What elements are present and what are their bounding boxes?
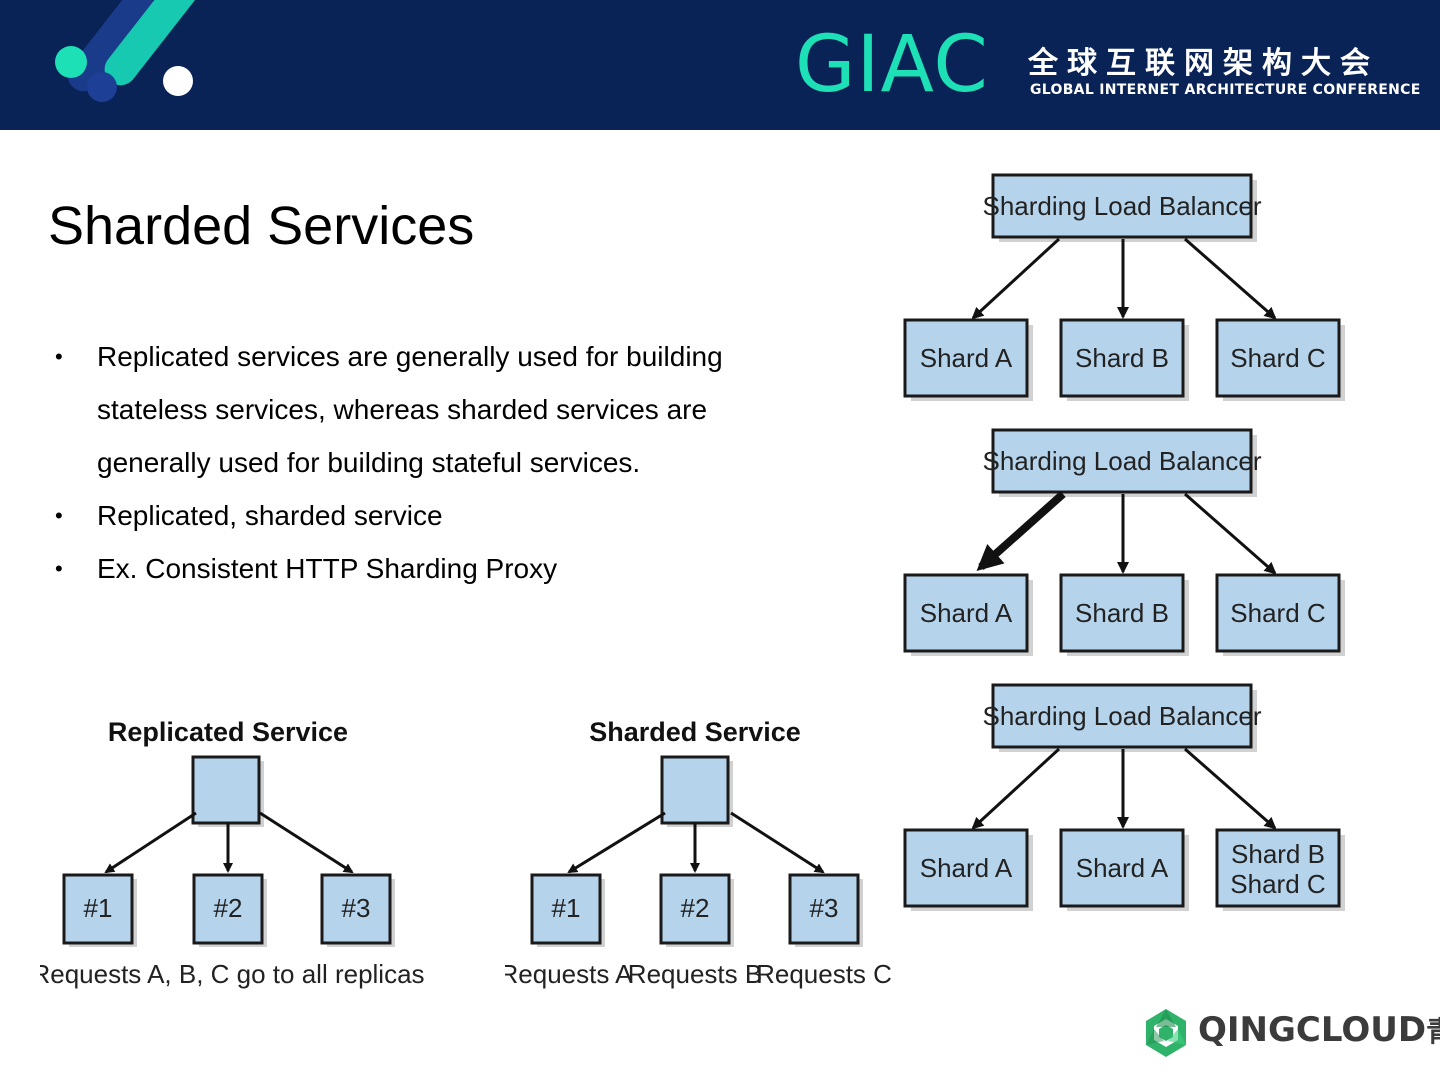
replicated-service-title: Replicated Service [108,717,348,747]
bullet-dot: • [55,556,63,581]
shard-box-1 [903,828,1029,908]
bullet-dot: • [55,503,63,528]
shard-box-1 [903,318,1029,398]
shard-label: Shard B [1075,598,1169,628]
shard-node-3 [788,873,860,945]
load-balancer-diagrams: Sharding Load Balancer Shard A Shard B S… [903,173,1345,911]
replicated-root-node [191,755,261,825]
balancer-label: Sharding Load Balancer [983,191,1262,221]
shard-caption-3: Requests C [756,959,892,989]
giac-logo: GIAC [795,20,989,110]
sharding-load-balancer [991,428,1253,494]
balancer-label: Sharding Load Balancer [983,701,1262,731]
shard-label: Shard A [1076,853,1169,883]
shard-caption-1: Requests A [505,959,633,989]
bullet-item: • Replicated, sharded service [55,489,755,542]
white-dot [163,66,193,96]
edge-to-shard-3 [1184,492,1277,575]
bullet-dot: • [55,344,63,369]
stripe-shapes [67,0,197,92]
shard-label: Shard C [1230,598,1325,628]
shard-node-3-label: #3 [810,893,839,923]
qingcloud-logo-icon [1146,1009,1186,1057]
shard-box-2 [1059,828,1185,908]
shard-label: Shard A [920,853,1013,883]
footer-brand: QINGCLOUD青云 [1198,1010,1440,1050]
brand-name-cn: 青云 [1426,1015,1440,1048]
bullet-text: Replicated services are generally used f… [97,341,723,478]
bullet-item: • Replicated services are generally used … [55,330,755,489]
brand-name: QINGCLOUD [1198,1010,1427,1050]
shard-node-1-label: #1 [552,893,581,923]
shard-label: Shard C [1230,869,1325,899]
shard-label: Shard A [920,598,1013,628]
edge-to-shard-1 [971,237,1061,320]
navy-dot [87,72,117,102]
shard-node-2-label: #2 [681,893,710,923]
edge-root-1 [104,811,197,874]
shard-node-1 [530,873,602,945]
bullet-text: Replicated, sharded service [97,500,443,531]
shard-label: Shard B [1075,343,1169,373]
teal-dot [55,46,87,78]
shard-node-2 [659,873,731,945]
decorative-logo-shapes [55,0,197,102]
lb-diagram-3: Sharding Load Balancer Shard A Shard A S… [903,683,1345,911]
bullet-item: • Ex. Consistent HTTP Sharding Proxy [55,542,755,595]
edge-to-shard-3 [1184,747,1277,830]
lb-diagram-2: Sharding Load Balancer Shard A Shard B S… [903,428,1345,656]
header-banner: GIAC 全球互联网架构大会 GLOBAL INTERNET ARCHITECT… [0,0,1440,130]
shard-box-3 [1215,318,1341,398]
replica-node-3-label: #3 [342,893,371,923]
shard-label: Shard C [1230,343,1325,373]
sharded-service-diagram: Sharded Service #1 #2 #3 Requests A Requ… [505,717,892,989]
edge-to-shard-3 [1184,237,1277,320]
replicated-caption: Requests A, B, C go to all replicas [40,959,425,989]
edge-to-shard-1 [971,747,1061,830]
edge-to-shard-1-bold [976,491,1066,571]
bullet-list: • Replicated services are generally used … [55,330,755,595]
edge-root-1 [567,811,666,874]
replicated-service-diagram: Replicated Service #1 #2 #3 Requests A, … [40,717,425,989]
replica-node-1-label: #1 [84,893,113,923]
sharded-root-node [660,755,730,825]
edge-root-3 [730,811,825,874]
sharding-load-balancer [991,173,1253,239]
shard-label: Shard B [1231,839,1325,869]
bullet-text: Ex. Consistent HTTP Sharding Proxy [97,553,558,584]
conference-name-cn: 全球互联网架构大会 [1028,46,1379,81]
lb-diagram-1: Sharding Load Balancer Shard A Shard B S… [903,173,1345,401]
shard-box-1 [903,573,1029,653]
shard-box-3 [1215,573,1341,653]
shard-caption-2: Requests B [628,959,762,989]
page-title: Sharded Services [48,196,475,256]
sharding-load-balancer [991,683,1253,749]
shard-box-2 [1059,573,1185,653]
shard-box-2 [1059,318,1185,398]
edge-root-3 [259,811,354,874]
replica-node-1 [62,873,134,945]
replica-node-2 [192,873,264,945]
shard-box-3 [1215,828,1341,908]
shard-label: Shard A [920,343,1013,373]
balancer-label: Sharding Load Balancer [983,446,1262,476]
sharded-service-title: Sharded Service [589,717,801,747]
conference-name-en: GLOBAL INTERNET ARCHITECTURE CONFERENCE [1030,82,1421,98]
replica-node-2-label: #2 [214,893,243,923]
replica-node-3 [320,873,392,945]
